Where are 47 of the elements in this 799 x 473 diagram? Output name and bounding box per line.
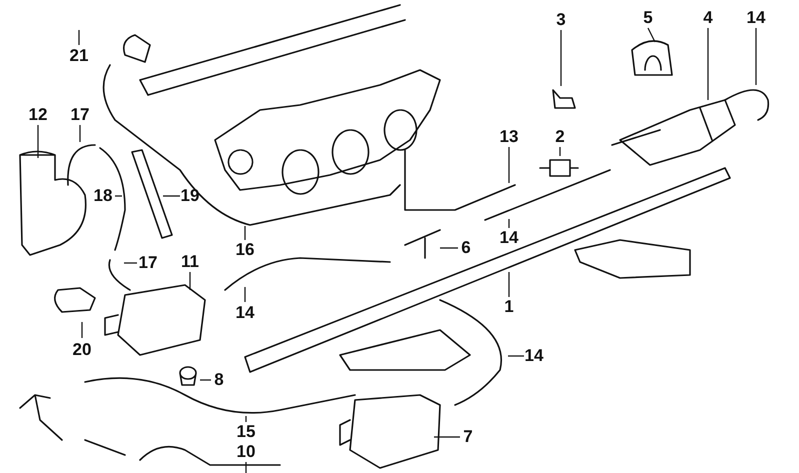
leader-line [707,28,709,100]
leader-line [245,416,247,422]
leader-line [78,30,80,45]
callout-number: 17 [138,254,158,272]
callout-number: 20 [72,341,92,359]
callout-number: 1 [504,298,514,316]
callout-number: 4 [703,9,713,27]
callout-number: 14 [500,229,518,247]
leader-line [559,147,561,156]
leader-line [508,147,510,183]
leader-line [755,28,757,85]
leader-line [244,226,246,240]
callout-number: 3 [556,11,566,29]
leader-line [647,28,656,42]
leader-line [189,272,191,290]
callout-number: 17 [70,106,90,124]
leader-line [163,195,180,197]
leader-line [124,262,137,264]
callout-number: 13 [500,128,518,146]
leader-line [200,379,211,381]
callout-number: 14 [524,347,544,365]
callout-number: 5 [643,9,653,27]
callout-number: 11 [181,253,199,271]
callout-number: 18 [94,187,112,205]
callout-number: 10 [236,443,256,461]
leader-line [440,247,458,249]
callout-number: 14 [236,304,254,322]
callout-number: 15 [236,423,256,441]
leader-line [508,355,524,357]
callout-number: 8 [214,371,224,389]
leader-line [79,125,81,142]
leader-line [37,125,39,158]
leader-line [508,219,510,228]
callout-number: 21 [70,47,88,65]
leader-line [245,462,247,473]
callout-number: 12 [28,106,48,124]
callout-number: 16 [236,241,254,259]
leader-line [434,436,460,438]
leader-line [508,272,510,297]
leader-line [115,195,122,197]
callout-number: 6 [461,239,471,257]
leader-line [560,30,562,86]
callout-number: 2 [555,128,565,146]
leader-line [244,287,246,302]
callout-number: 14 [746,9,766,27]
callout-number: 7 [463,428,473,446]
leader-line [81,322,83,338]
